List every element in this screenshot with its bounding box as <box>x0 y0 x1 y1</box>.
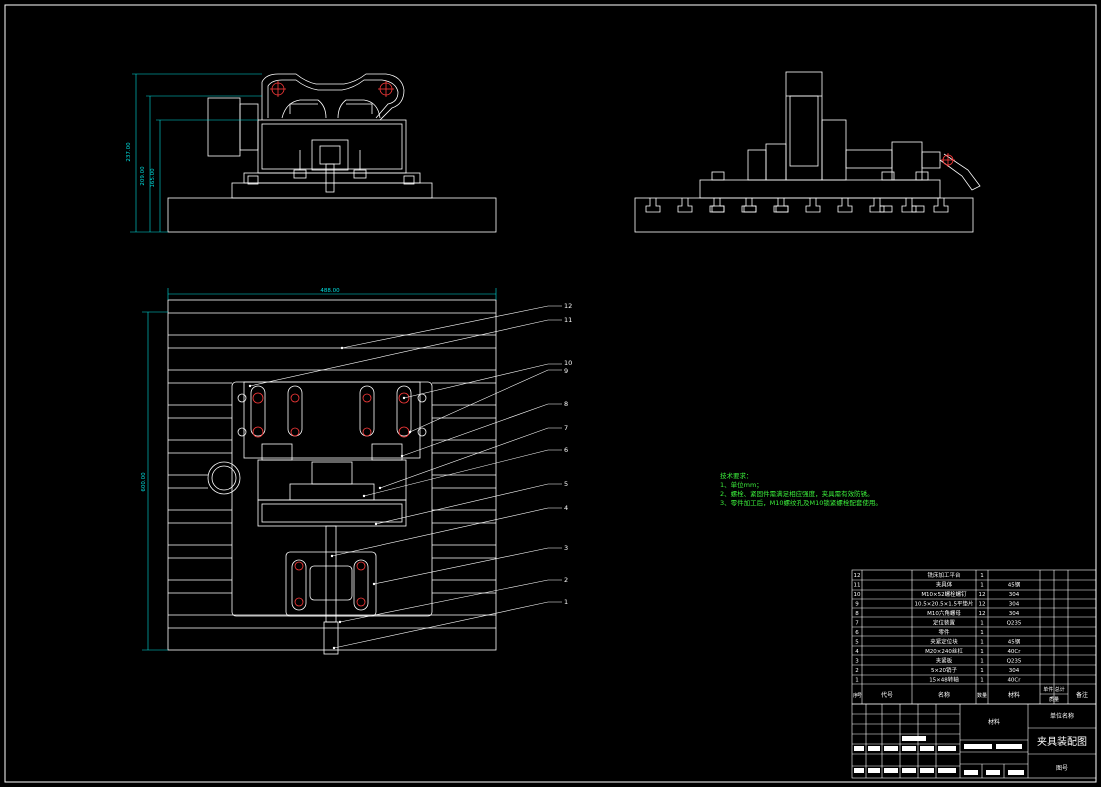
bom-cell-qty: 1 <box>980 649 984 655</box>
balloon-labels: 12 11 10 9 8 7 6 5 4 3 2 1 <box>564 302 572 606</box>
bom-cell-name: M10六角螺母 <box>927 609 961 617</box>
balloon-3: 3 <box>564 544 568 552</box>
bom-cell-qty: 1 <box>980 583 984 589</box>
dimension-width-plan: 488.00 <box>320 288 340 294</box>
bom-header-code: 代号 <box>881 691 893 699</box>
bom-header-remark: 备注 <box>1076 691 1088 699</box>
plan-view-table <box>167 299 497 651</box>
bom-cell-material: 304 <box>1009 611 1020 617</box>
bom-cell-material: 304 <box>1009 668 1020 674</box>
dimension-height-mid: 209.00 <box>140 166 146 186</box>
balloon-2: 2 <box>564 576 568 584</box>
side-view-bolts <box>711 205 925 213</box>
bom-cell-no: 3 <box>855 659 859 665</box>
bom-cell-name: 夹紧定位块 <box>930 638 958 646</box>
plan-view-holes <box>252 392 410 607</box>
balloon-5: 5 <box>564 480 568 488</box>
bom-header: 序号 代号 名称 数量 材料 单件 总计 质量 备注 <box>853 686 1088 703</box>
side-view-hole <box>941 153 955 167</box>
bom-cell-no: 2 <box>855 668 859 674</box>
bom-cell-qty: 1 <box>980 640 984 646</box>
bom-cell-material: 45钢 <box>1008 581 1021 589</box>
bom-cell-qty: 1 <box>980 630 984 636</box>
tech-note-1: 1、单位mm； <box>720 481 763 489</box>
bom-cell-qty: 1 <box>980 678 984 684</box>
bom-cell-qty: 1 <box>980 659 984 665</box>
bom-cell-no: 5 <box>855 640 859 646</box>
balloon-6: 6 <box>564 446 568 454</box>
front-view <box>167 73 497 233</box>
bom-cell-name: 15×48转轴 <box>929 676 959 684</box>
bom-table <box>851 569 1097 705</box>
sheet-border <box>4 4 1097 783</box>
bom-cell-qty: 1 <box>980 573 984 579</box>
bom-cell-no: 1 <box>855 678 859 684</box>
title-block-fills <box>854 736 1024 775</box>
balloon-7: 7 <box>564 424 568 432</box>
bom-cell-no: 8 <box>855 611 859 617</box>
bom-cell-material: 40Cr <box>1007 649 1021 655</box>
bom-cell-qty: 12 <box>979 602 986 608</box>
bom-cell-no: 7 <box>855 621 859 627</box>
bom-cell-no: 4 <box>855 649 859 655</box>
bom-cell-qty: 1 <box>980 668 984 674</box>
bom-cell-name: 5×20销子 <box>931 666 958 674</box>
drawing-title: 夹具装配图 <box>1037 735 1087 748</box>
dimension-height-low: 165.00 <box>150 168 156 188</box>
front-view-holes <box>270 81 394 97</box>
title-block-company: 单位名称 <box>1050 712 1074 720</box>
bom-cell-name: 10.5×20.5×1.5平垫片 <box>915 600 974 608</box>
bom-cell-name: 夹紧板 <box>936 657 953 665</box>
dimension-height-total: 237.00 <box>126 142 132 162</box>
balloon-9: 9 <box>564 367 568 375</box>
balloon-4: 4 <box>564 504 568 512</box>
bom-header-name: 名称 <box>938 691 950 699</box>
bom-cell-qty: 12 <box>979 592 986 598</box>
balloon-11: 11 <box>564 316 572 324</box>
bom-cell-material: Q235 <box>1007 621 1022 627</box>
bom-header-material: 材料 <box>1008 691 1020 699</box>
balloon-8: 8 <box>564 400 568 408</box>
leader-arrows <box>248 346 412 650</box>
bom-cell-no: 9 <box>855 602 859 608</box>
bom-cell-material: 304 <box>1009 602 1020 608</box>
bom-cell-material: 40Cr <box>1007 678 1021 684</box>
bom-cell-no: 6 <box>855 630 859 636</box>
technical-requirements: 技术要求： 1、单位mm； 2、螺栓、紧固件需满足相应强度，夹具需有效防锈。 3… <box>720 472 882 508</box>
balloon-1: 1 <box>564 598 568 606</box>
bom-cell-no: 11 <box>854 583 861 589</box>
plan-view-dimensions <box>142 288 497 651</box>
leader-lines <box>249 305 562 649</box>
tech-notes-title: 技术要求： <box>720 472 753 480</box>
dimension-height-plan: 600.00 <box>141 472 147 492</box>
title-block-material: 材料 <box>988 718 1000 726</box>
bom-cell-name: 零件 <box>938 628 950 636</box>
front-view-dimensions <box>130 73 262 233</box>
bom-cell-name: M10×52螺栓螺钉 <box>921 590 967 598</box>
bom-cell-qty: 1 <box>980 621 984 627</box>
bom-cell-name: 夹具体 <box>936 581 953 589</box>
bom-cell-name: 铣床加工平台 <box>927 571 961 579</box>
tech-note-3: 3、零件加工后，M10螺纹孔及M10锁紧螺栓配套使用。 <box>720 499 882 507</box>
bom-cell-material: Q235 <box>1007 659 1022 665</box>
title-block-drawing-no: 图号 <box>1056 765 1068 772</box>
plan-view-fixture <box>207 381 433 655</box>
bom-header-weight: 单件 总计 <box>1043 686 1065 693</box>
bom-cell-no: 10 <box>854 592 861 598</box>
bom-cell-name: 定位装置 <box>933 619 956 627</box>
balloon-10: 10 <box>564 359 572 367</box>
balloon-12: 12 <box>564 302 572 310</box>
bom-cell-no: 12 <box>854 573 861 579</box>
title-block <box>851 703 1097 779</box>
bom-cell-material: 45钢 <box>1008 638 1021 646</box>
tech-note-2: 2、螺栓、紧固件需满足相应强度，夹具需有效防锈。 <box>720 490 874 498</box>
bom-header-weight-sub: 质量 <box>1049 696 1059 703</box>
bom-header-no: 序号 <box>853 692 862 699</box>
bom-cell-name: M20×240丝杠 <box>925 647 963 655</box>
bom-cell-qty: 12 <box>979 611 986 617</box>
bom-header-qty: 数量 <box>977 692 987 699</box>
bom-cell-material: 304 <box>1009 592 1020 598</box>
